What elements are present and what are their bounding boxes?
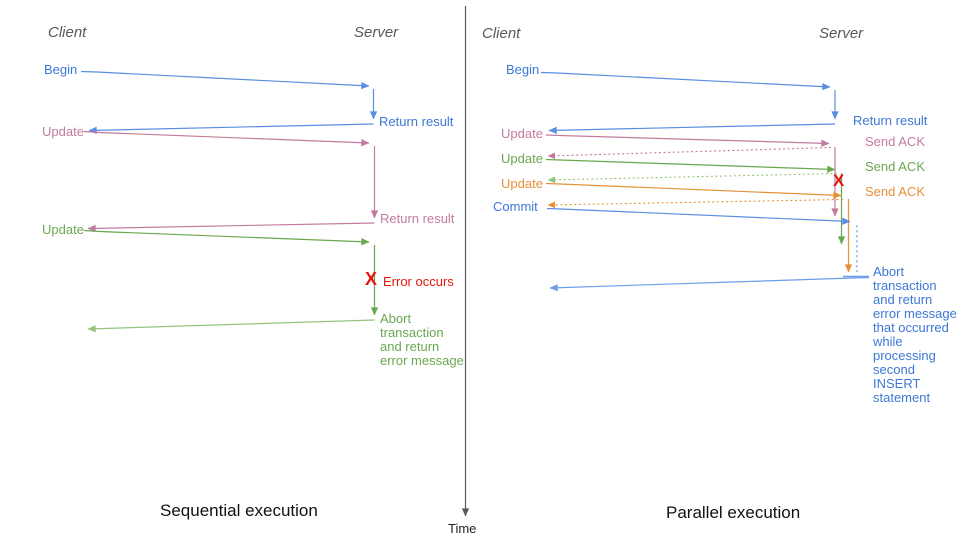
- right-return-result-label: Return result: [853, 113, 928, 128]
- left-return-result-2-label: Return result: [380, 211, 455, 226]
- right-update-1-label: Update: [501, 126, 543, 141]
- right-send-ack-2-label: Send ACK: [865, 159, 925, 174]
- time-axis-label: Time: [448, 521, 477, 536]
- left-server-header: Server: [354, 24, 399, 41]
- right-title: Parallel execution: [666, 503, 801, 522]
- right-send-ack-2-line: [547, 172, 838, 184]
- right-update-2-request-line: [545, 158, 836, 173]
- left-return-result-1-label: Return result: [379, 114, 454, 129]
- left-update-2-request-line: [83, 229, 370, 246]
- left-update-1-label: Update: [42, 124, 84, 139]
- right-error-x-icon: X: [833, 171, 845, 190]
- left-abort-text: Abort transaction and return error messa…: [380, 311, 464, 368]
- left-error-x-icon: X: [365, 269, 378, 289]
- right-update-2-label: Update: [501, 151, 543, 166]
- right-send-ack-3-label: Send ACK: [865, 184, 925, 199]
- right-update-3-label: Update: [501, 176, 543, 191]
- right-return-result-line: [548, 123, 836, 134]
- left-title: Sequential execution: [160, 501, 318, 520]
- right-commit-request-line: [546, 207, 851, 225]
- left-update-1-request-line: [83, 130, 370, 147]
- right-commit-label: Commit: [493, 199, 538, 214]
- right-update-3-request-line: [545, 182, 842, 199]
- right-begin-request-line: [540, 71, 831, 91]
- right-send-ack-3-line: [547, 198, 844, 209]
- left-client-header: Client: [48, 24, 87, 41]
- right-send-ack-1-line: [547, 146, 832, 160]
- right-send-ack-1-label: Send ACK: [865, 134, 925, 149]
- right-update-1-request-line: [545, 134, 830, 147]
- right-server-header: Server: [819, 25, 864, 42]
- right-abort-return-line: [549, 276, 870, 292]
- right-abort-text: Abort transaction and return error messa…: [873, 264, 957, 405]
- left-error-label: Error occurs: [383, 274, 454, 289]
- left-begin-request-line: [80, 70, 370, 90]
- left-begin-label: Begin: [44, 62, 78, 77]
- left-abort-return-line: [87, 319, 375, 333]
- left-return-result-2-line: [87, 222, 375, 232]
- left-update-2-label: Update: [42, 222, 84, 237]
- right-client-header: Client: [482, 25, 521, 42]
- left-return-result-1-line: [88, 123, 374, 134]
- right-begin-label: Begin: [506, 62, 540, 77]
